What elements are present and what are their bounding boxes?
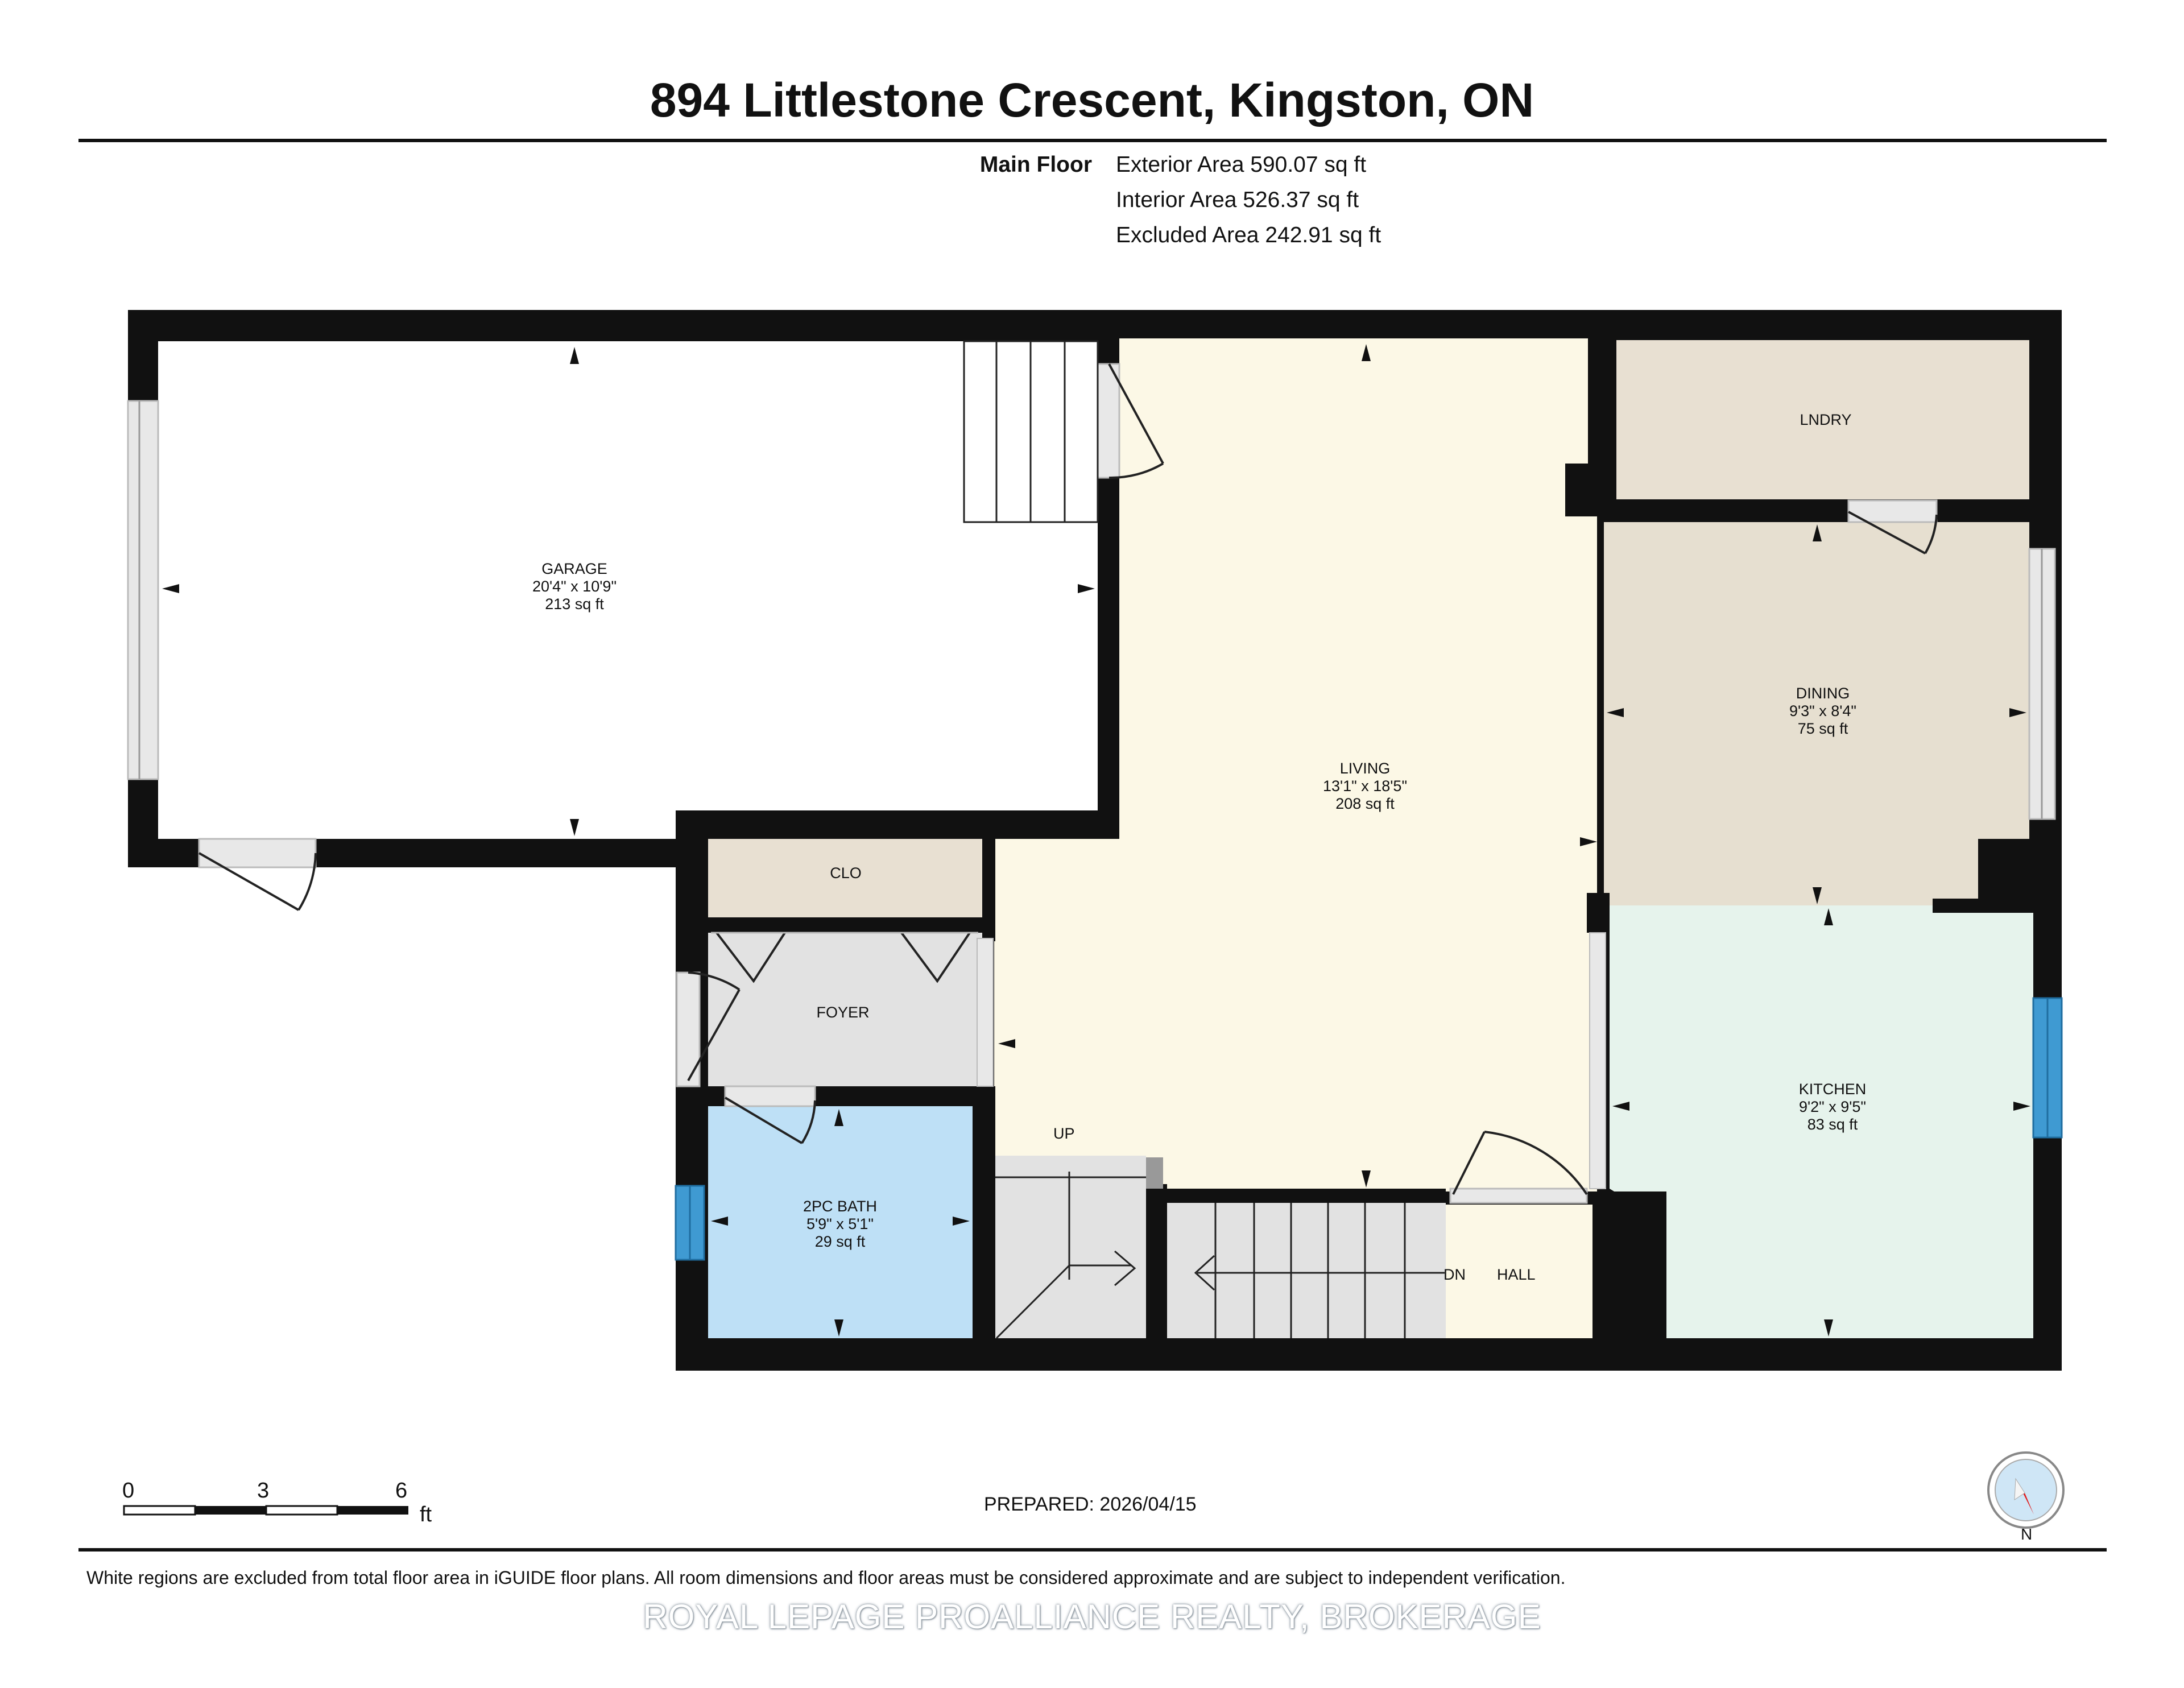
scale-unit: ft	[420, 1503, 432, 1526]
stairs-up	[995, 1157, 1163, 1339]
stairs-up-area	[995, 1156, 1146, 1338]
hall-label: HALL	[1497, 1266, 1536, 1283]
dining-area: 75 sq ft	[1797, 720, 1848, 737]
bath-name: 2PC BATH	[803, 1198, 878, 1215]
garage-label: GARAGE 20'4" x 10'9" 213 sq ft	[483, 560, 665, 613]
prepared-date: PREPARED: 2026/04/15	[984, 1493, 1197, 1515]
excluded-area: Excluded Area 242.91 sq ft	[1116, 223, 1381, 247]
bath-label: 2PC BATH 5'9" x 5'1" 29 sq ft	[749, 1198, 931, 1251]
laundry-room	[1616, 340, 2029, 499]
closet-room	[708, 828, 982, 917]
living-area: 208 sq ft	[1335, 795, 1395, 812]
disclaimer-text: White regions are excluded from total fl…	[86, 1567, 1566, 1588]
garage-room	[158, 341, 1098, 839]
kitchen-dims: 9'2" x 9'5"	[1798, 1098, 1867, 1115]
living-main	[1119, 338, 1588, 1191]
hall-room	[1446, 1205, 1592, 1338]
living-name: LIVING	[1339, 760, 1391, 777]
hall-bottom-wall	[1592, 1191, 1666, 1338]
stairs-garage	[963, 340, 1099, 523]
kitchen-area: 83 sq ft	[1807, 1116, 1858, 1133]
dining-dims: 9'3" x 8'4"	[1789, 702, 1857, 719]
exterior-area: Exterior Area 590.07 sq ft	[1116, 152, 1367, 177]
page-title: 894 Littlestone Crescent, Kingston, ON	[650, 73, 1534, 127]
stairs-down-area	[1167, 1203, 1446, 1338]
dining-room	[1604, 522, 2029, 905]
closet-label: CLO	[830, 864, 862, 882]
compass-icon	[1987, 1451, 2065, 1529]
garage-dims: 20'4" x 10'9"	[532, 578, 617, 595]
scale-tick-3: 3	[257, 1479, 270, 1503]
bath-area: 29 sq ft	[814, 1233, 866, 1250]
garage-area: 213 sq ft	[545, 595, 604, 613]
bath-dims: 5'9" x 5'1"	[806, 1215, 874, 1232]
stairs-down-label: DN	[1443, 1266, 1466, 1283]
brand-watermark: ROYAL LEPAGE PROALLIANCE REALTY, BROKERA…	[643, 1598, 1541, 1636]
dining-label: DINING 9'3" x 8'4" 75 sq ft	[1732, 685, 1914, 738]
garage-name: GARAGE	[541, 560, 607, 577]
footer-rule	[78, 1548, 2107, 1552]
stairs-down	[1194, 1203, 1445, 1338]
scale-bar	[123, 1505, 408, 1516]
kitchen-label: KITCHEN 9'2" x 9'5" 83 sq ft	[1742, 1081, 1924, 1133]
bath-room	[708, 1106, 973, 1338]
dining-name: DINING	[1796, 685, 1850, 702]
foyer-room	[708, 933, 982, 1086]
living-lower	[994, 828, 1119, 1081]
doors	[198, 363, 1938, 1204]
title-rule	[78, 139, 2107, 142]
kitchen-name: KITCHEN	[1798, 1081, 1867, 1098]
stairs-up-label: UP	[1053, 1125, 1075, 1142]
interior-area: Interior Area 526.37 sq ft	[1116, 188, 1359, 212]
laundry-label: LNDRY	[1800, 411, 1852, 428]
dimension-arrows	[162, 344, 2030, 1337]
foyer-label: FOYER	[816, 1004, 870, 1021]
scale-tick-6: 6	[395, 1479, 408, 1503]
living-label: LIVING 13'1" x 18'5" 208 sq ft	[1274, 760, 1456, 813]
scale-tick-0: 0	[122, 1479, 135, 1503]
windows	[127, 400, 2063, 1261]
compass-north-label: N	[2021, 1525, 2033, 1543]
kitchen-room	[1610, 905, 2033, 1338]
floor-label: Main Floor	[979, 152, 1092, 177]
living-dims: 13'1" x 18'5"	[1322, 777, 1408, 795]
